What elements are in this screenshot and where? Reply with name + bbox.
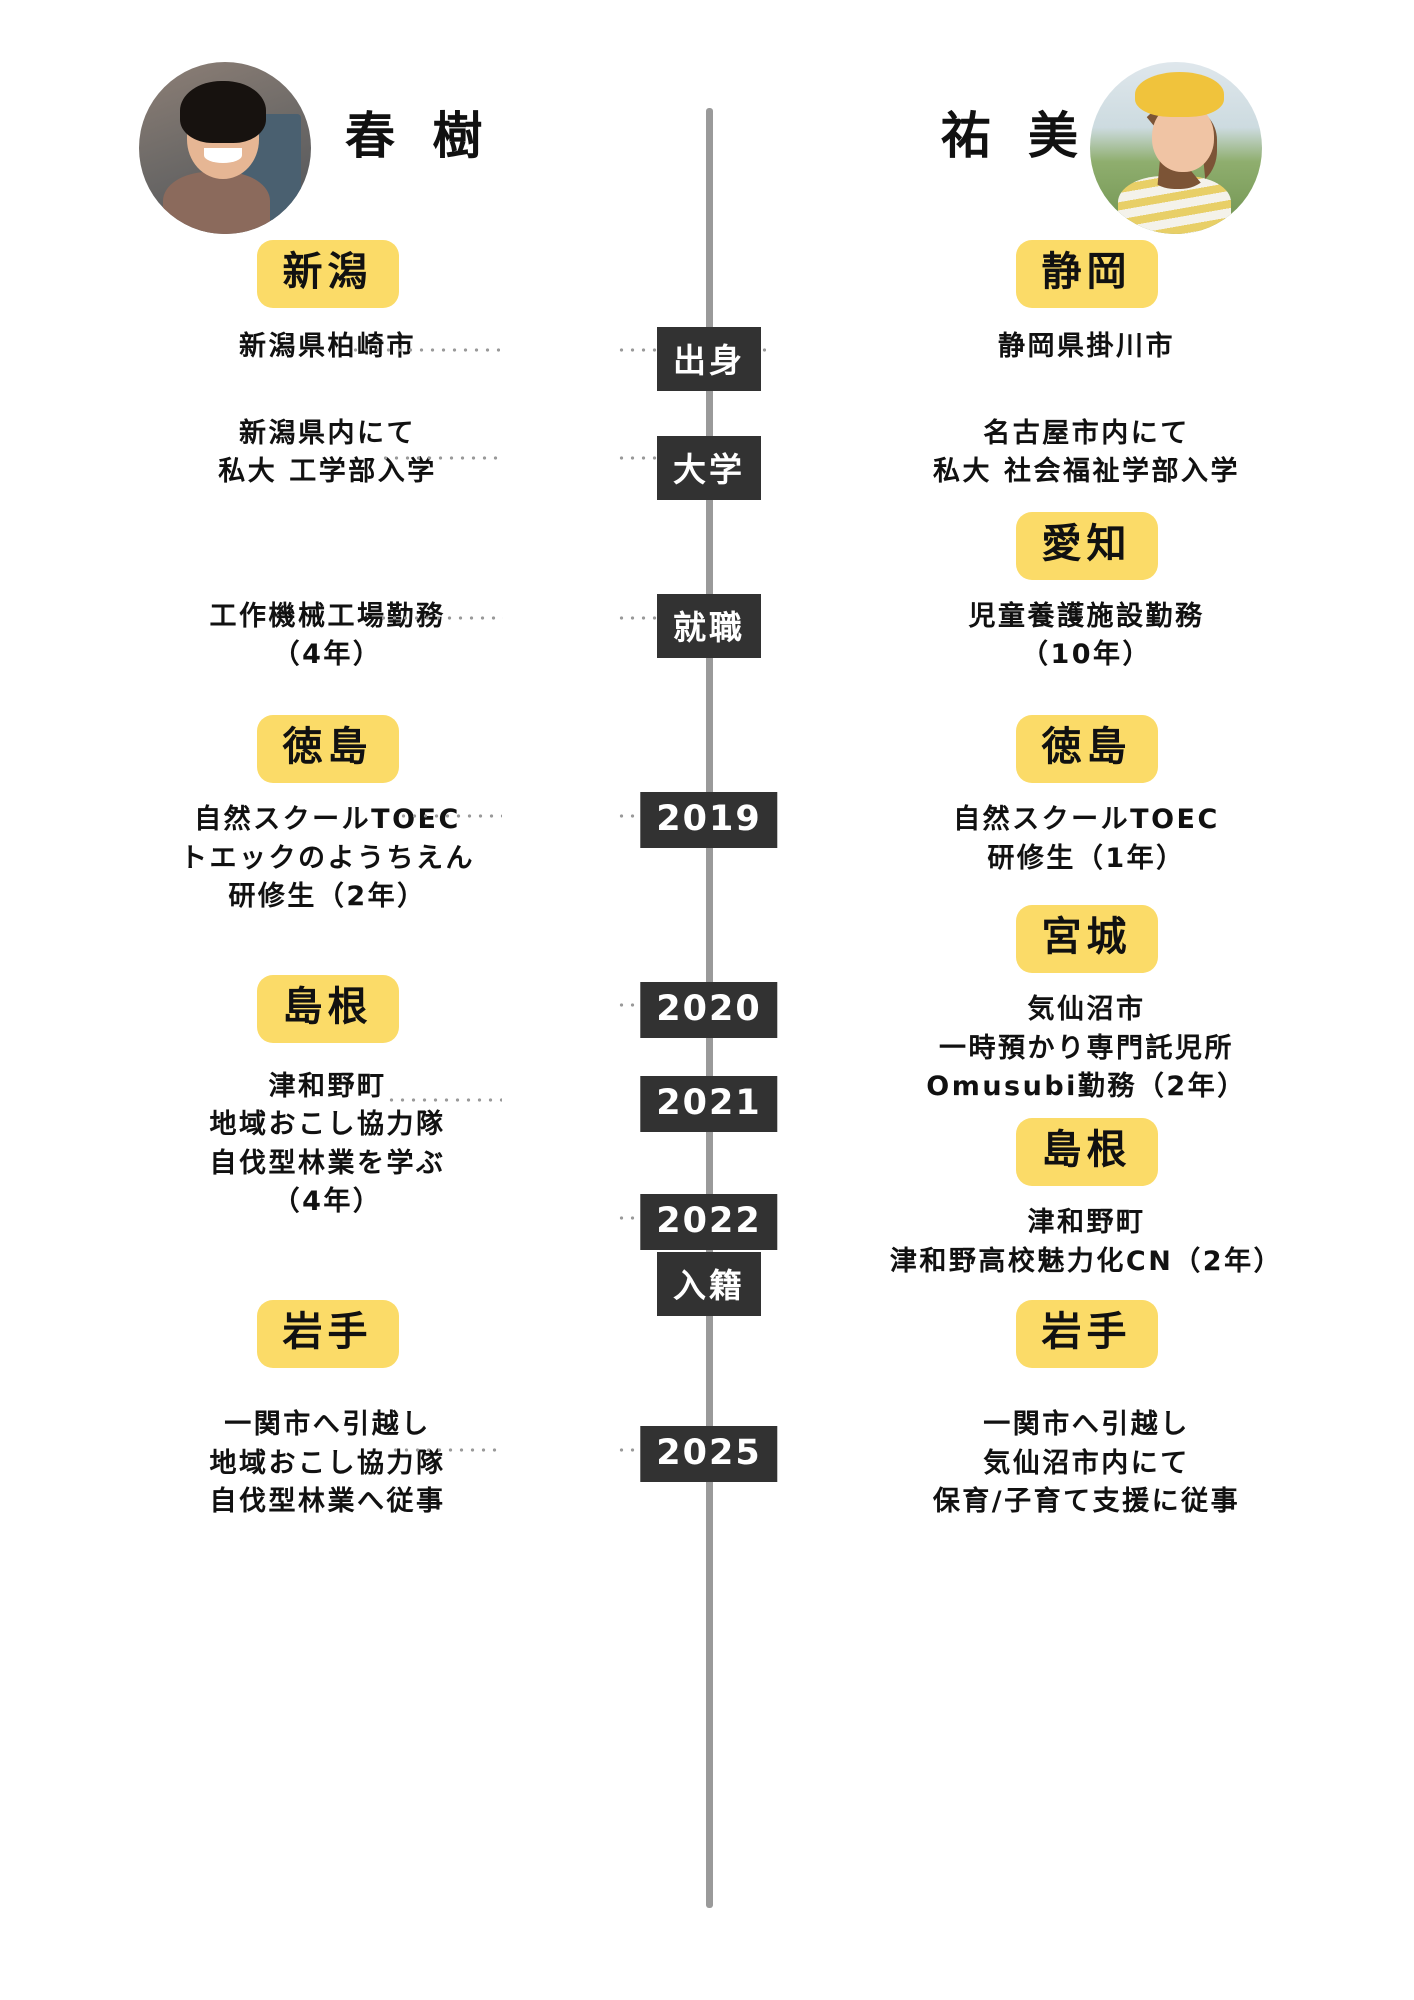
row-employment-right-badge: 愛知 (779, 512, 1394, 581)
badge-location: 岩手 (256, 1300, 399, 1369)
row-university-right: 名古屋市内にて 私大 社会福祉学部入学 (779, 415, 1394, 492)
desc-line: 一関市へ引越し (224, 1409, 431, 1441)
connector-dots-left (390, 1448, 502, 1452)
desc-line: 地域おこし協力隊 (209, 1447, 446, 1479)
portrait-photo-woman-icon (1090, 62, 1262, 234)
marker-marriage: 入籍 (657, 1252, 761, 1316)
desc-line: 津和野町 (1027, 1207, 1146, 1239)
desc-line: （4年） (272, 1185, 383, 1217)
badge-location: 島根 (256, 975, 399, 1044)
badge-location: 徳島 (256, 715, 399, 784)
desc-line: 研修生（2年） (228, 880, 427, 912)
row-origin-left: 新潟 新潟県柏崎市 (20, 240, 635, 367)
row-origin-right: 静岡 静岡県掛川市 (779, 240, 1394, 367)
row-employment-right: 児童養護施設勤務 （10年） (779, 598, 1394, 675)
row-employment-left: 工作機械工場勤務 （4年） (20, 598, 635, 675)
desc-line: 自伐型林業を学ぶ (209, 1147, 446, 1179)
badge-location: 徳島 (1015, 715, 1158, 784)
header: 春 樹 祐 美 (0, 0, 1414, 240)
row-2025-right: 岩手 一関市へ引越し 気仙沼市内にて 保育/子育て支援に従事 (779, 1300, 1394, 1521)
desc-line: 保育/子育て支援に従事 (932, 1485, 1241, 1517)
portrait-photo-man-icon (139, 62, 311, 234)
desc-line: 気仙沼市 (1027, 994, 1146, 1026)
row-2019-right: 徳島 自然スクールTOEC 研修生（1年） (779, 715, 1394, 878)
desc-line: 地域おこし協力隊 (209, 1109, 446, 1141)
badge-location: 宮城 (1015, 905, 1158, 974)
desc-line: 一時預かり専門託児所 (939, 1032, 1234, 1064)
marker-2019: 2019 (640, 792, 778, 848)
desc-line: 新潟県柏崎市 (239, 331, 416, 363)
desc-line: 自伐型林業へ従事 (209, 1485, 446, 1517)
marker-origin: 出身 (657, 327, 761, 391)
badge-location: 愛知 (1015, 512, 1158, 581)
desc-line: 私大 工学部入学 (218, 456, 437, 488)
marker-2022: 2022 (640, 1194, 778, 1250)
desc-line: Omusubi勤務（2年） (926, 1070, 1247, 1102)
desc-line: 新潟県内にて (239, 418, 416, 449)
person-name-left: 春 樹 (345, 107, 493, 165)
badge-location: 岩手 (1015, 1300, 1158, 1369)
desc-line: （4年） (272, 639, 383, 671)
desc-line: 研修生（1年） (987, 842, 1186, 874)
connector-dots-left (350, 348, 500, 352)
desc-line: 私大 社会福祉学部入学 (933, 456, 1240, 488)
desc-line: 津和野高校魅力化CN（2年） (889, 1245, 1284, 1277)
desc-line: 静岡県掛川市 (998, 331, 1175, 363)
desc-line: トエックのようちえん (180, 842, 475, 874)
row-2019-left: 徳島 自然スクールTOEC トエックのようちえん 研修生（2年） (20, 715, 635, 916)
avatar-left (139, 62, 311, 234)
badge-location: 島根 (1015, 1118, 1158, 1187)
marker-employment: 就職 (657, 594, 761, 658)
desc-line: 名古屋市内にて (983, 418, 1190, 449)
marker-2021: 2021 (640, 1076, 778, 1132)
avatar-right (1090, 62, 1262, 234)
row-2022-right: 島根 津和野町 津和野高校魅力化CN（2年） (779, 1118, 1394, 1281)
desc-line: 児童養護施設勤務 (968, 601, 1205, 632)
desc-line: 自然スクールTOEC (953, 804, 1220, 836)
marker-2025: 2025 (640, 1426, 778, 1482)
row-university-left: 新潟県内にて 私大 工学部入学 (20, 415, 635, 492)
desc-line: 津和野町 (268, 1071, 387, 1102)
connector-dots-left (378, 616, 503, 620)
row-2020-left: 島根 (20, 975, 635, 1044)
marker-2020: 2020 (640, 982, 778, 1038)
connector-dots-left (386, 1098, 502, 1102)
desc-line: （10年） (1020, 639, 1153, 671)
row-2021-left: 津和野町 地域おこし協力隊 自伐型林業を学ぶ （4年） (20, 1068, 635, 1221)
desc-line: 一関市へ引越し (983, 1409, 1190, 1441)
badge-location: 静岡 (1015, 240, 1158, 309)
row-2020-right: 宮城 気仙沼市 一時預かり専門託児所 Omusubi勤務（2年） (779, 905, 1394, 1106)
desc-line: 気仙沼市内にて (983, 1447, 1190, 1479)
connector-dots-left (380, 456, 500, 460)
person-name-right: 祐 美 (940, 107, 1088, 165)
connector-dots-left (398, 814, 502, 818)
marker-university: 大学 (657, 436, 761, 500)
row-2025-left: 岩手 一関市へ引越し 地域おこし協力隊 自伐型林業へ従事 (20, 1300, 635, 1521)
badge-location: 新潟 (256, 240, 399, 309)
desc-line: 自然スクールTOEC (194, 804, 461, 836)
